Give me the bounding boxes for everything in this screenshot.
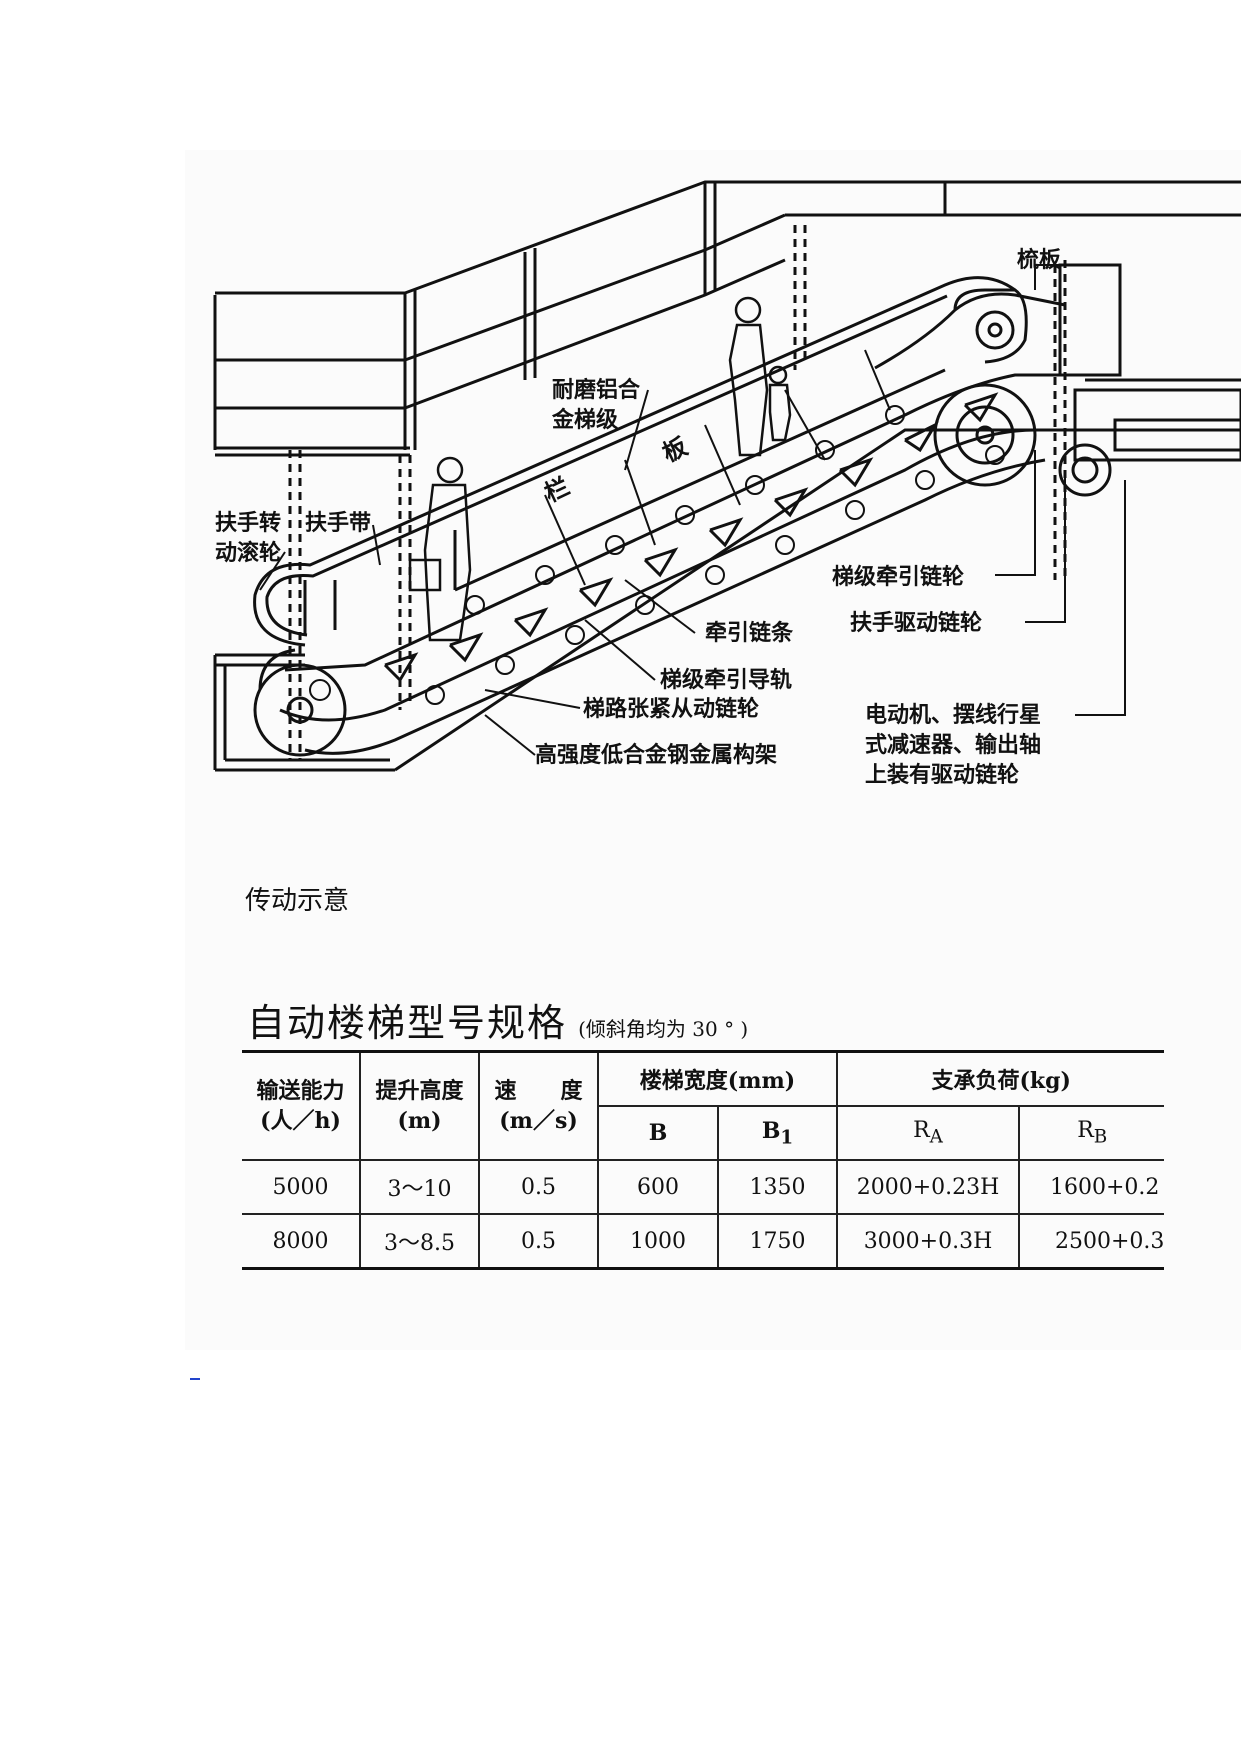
table-row: 8000 3～8.5 0.5 1000 1750 3000+0.3H 2500+… bbox=[242, 1213, 1165, 1269]
diagram-caption: 传动示意 bbox=[245, 886, 350, 916]
building-frame bbox=[213, 180, 1241, 457]
figure-panel: 梳板 耐磨铝合 金梯级 栏 板 扶手转 动滚轮 扶手带 梯级牵引链轮 扶手驱动链… bbox=[185, 150, 1241, 1350]
header-b1: B1 bbox=[717, 1105, 838, 1161]
leader-lines bbox=[259, 264, 1126, 756]
cell-ra: 2000+0.23H bbox=[836, 1159, 1020, 1215]
motor-unit bbox=[1058, 263, 1241, 497]
header-width-group: 楼梯宽度(mm) bbox=[597, 1051, 838, 1107]
person-woman bbox=[728, 296, 769, 457]
header-ra: RA bbox=[836, 1105, 1020, 1161]
cell-rb: 2500+0.3 bbox=[1017, 1213, 1165, 1269]
label-step-traction-sprocket: 梯级牵引链轮 bbox=[832, 564, 965, 590]
label-handrail-drive-sprocket: 扶手驱动链轮 bbox=[850, 610, 983, 636]
header-ra-sub: A bbox=[929, 1126, 943, 1148]
table-title: 自动楼梯型号规格 bbox=[247, 1001, 568, 1045]
header-capacity: 输送能力 (人／h) bbox=[242, 1051, 361, 1161]
header-rb-sub: B bbox=[1093, 1126, 1108, 1148]
step-triangles bbox=[383, 392, 999, 683]
label-comb-plate: 梳板 bbox=[1017, 247, 1062, 273]
cell-capacity: 8000 bbox=[242, 1213, 361, 1269]
header-b1-base: B bbox=[761, 1117, 781, 1144]
table-note: (倾斜角均为 30 ° ) bbox=[578, 1017, 749, 1041]
escalator-drive-diagram bbox=[213, 180, 1241, 772]
person-child bbox=[768, 365, 792, 442]
label-tension-sprocket: 梯路张紧从动链轮 bbox=[583, 696, 760, 722]
small-link-mark[interactable] bbox=[190, 1378, 200, 1380]
cell-rb: 1600+0.2 bbox=[1017, 1159, 1165, 1215]
step-rollers bbox=[309, 405, 1005, 705]
header-load-group: 支承负荷(kg) bbox=[835, 1051, 1165, 1107]
cell-lift-height: 3～10 bbox=[359, 1159, 480, 1215]
cell-b1: 1350 bbox=[717, 1159, 838, 1215]
label-step-traction-guide: 梯级牵引导轨 bbox=[660, 667, 793, 693]
header-speed: 速 度 (m／s) bbox=[478, 1051, 599, 1161]
header-b: B bbox=[598, 1105, 719, 1161]
label-motor-reducer: 电动机、摆线行星 式减速器、输出轴 上装有驱动链轮 bbox=[865, 702, 1042, 788]
cell-ra: 3000+0.3H bbox=[836, 1213, 1020, 1269]
table-header-row: 输送能力 (人／h) 提升高度 (m) 速 度 (m／s) 楼梯宽度(mm) 支… bbox=[242, 1051, 1165, 1161]
label-aluminum-step: 耐磨铝合 金梯级 bbox=[552, 377, 641, 433]
balustrade-panels bbox=[544, 349, 891, 586]
table-title-row: 自动楼梯型号规格 (倾斜角均为 30 ° ) bbox=[247, 992, 748, 1047]
header-lift-height: 提升高度 (m) bbox=[359, 1051, 480, 1161]
tension-sprocket bbox=[253, 663, 347, 757]
header-rb: RB bbox=[1017, 1105, 1165, 1161]
header-b1-sub: 1 bbox=[780, 1127, 794, 1149]
header-rb-base: R bbox=[1077, 1118, 1094, 1144]
table-subheader-row: B B1 RA RB bbox=[242, 1105, 1165, 1161]
label-handrail-turn-wheel: 扶手转 动滚轮 bbox=[215, 510, 282, 566]
cell-capacity: 5000 bbox=[242, 1159, 361, 1215]
label-handrail-belt: 扶手带 bbox=[305, 510, 372, 536]
cell-lift-height: 3～8.5 bbox=[359, 1213, 480, 1269]
spec-table: 输送能力 (人／h) 提升高度 (m) 速 度 (m／s) 楼梯宽度(mm) 支… bbox=[242, 1050, 1165, 1270]
cell-b1: 1750 bbox=[717, 1213, 838, 1269]
label-traction-chain: 牵引链条 bbox=[705, 620, 794, 646]
cell-b: 600 bbox=[597, 1159, 719, 1215]
table-row: 5000 3～10 0.5 600 1350 2000+0.23H 1600+0… bbox=[242, 1159, 1165, 1215]
label-steel-frame: 高强度低合金钢金属构架 bbox=[535, 742, 778, 768]
header-ra-base: R bbox=[913, 1118, 930, 1144]
drive-sprocket bbox=[933, 288, 1037, 487]
person-man bbox=[408, 456, 472, 642]
cell-b: 1000 bbox=[597, 1213, 719, 1269]
cell-speed: 0.5 bbox=[478, 1213, 599, 1269]
cell-speed: 0.5 bbox=[478, 1159, 599, 1215]
handrail bbox=[253, 276, 1066, 647]
